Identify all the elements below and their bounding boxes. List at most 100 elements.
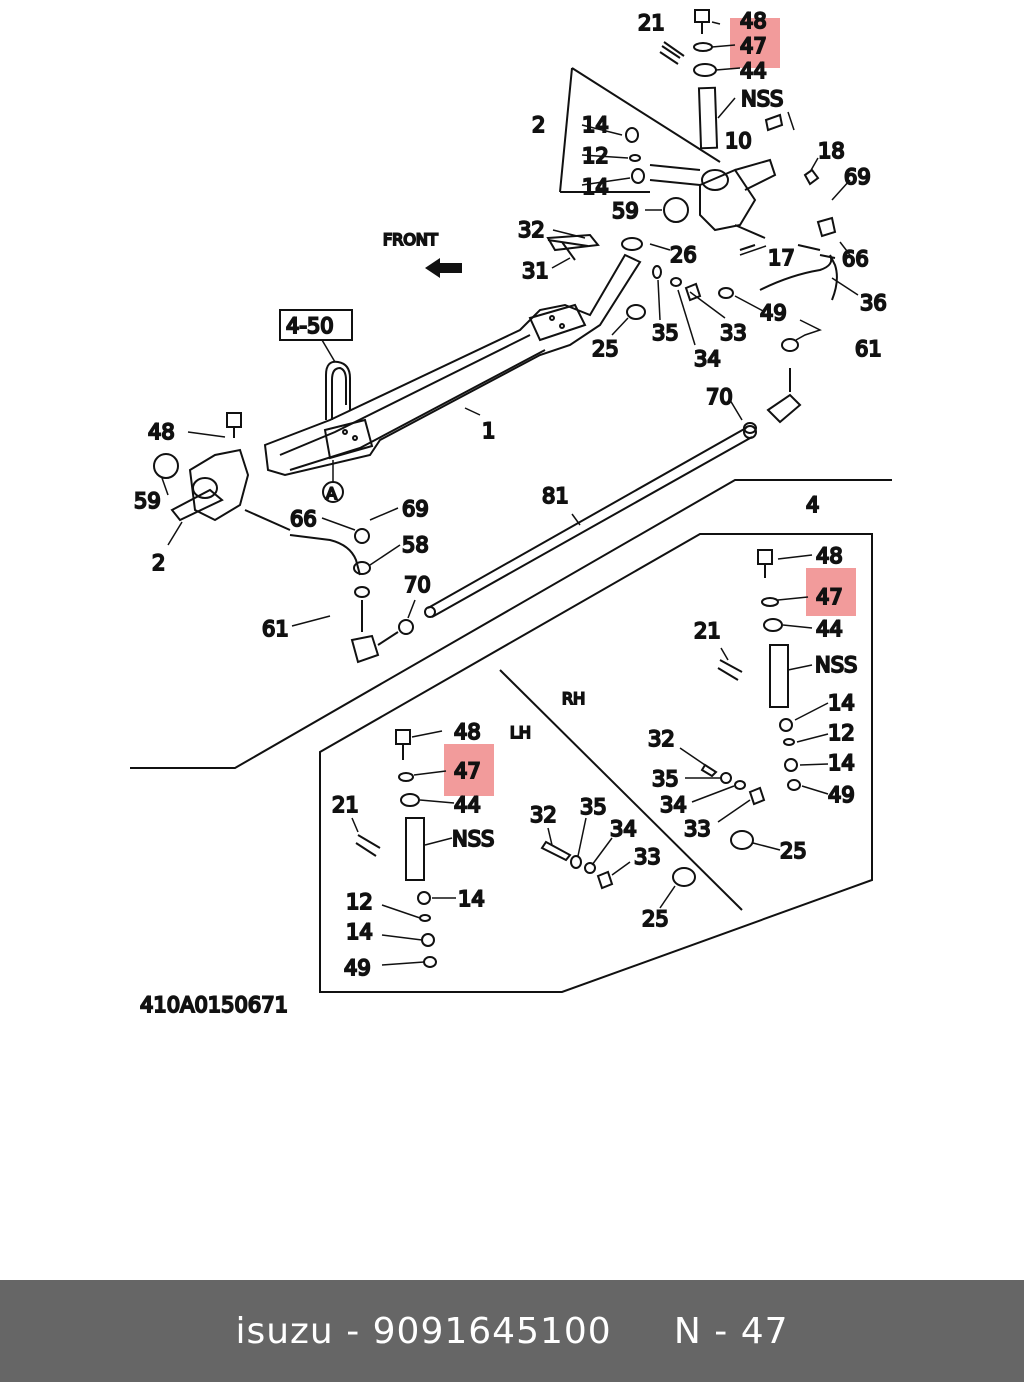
callout-44: 44 (740, 59, 767, 83)
callout-49: 49 (760, 301, 787, 325)
part-number: 9091645100 (372, 1310, 612, 1352)
callout-21: 21 (332, 793, 359, 817)
callout-14a: 14 (582, 113, 609, 137)
callout-nss: NSS (815, 653, 857, 677)
ref-box-label: 4-50 (286, 314, 334, 338)
callout-47: 47 (816, 585, 843, 609)
position-label: N - 47 (673, 1310, 789, 1352)
callout-14a: 14 (828, 691, 855, 715)
front-label: FRONT (383, 230, 438, 249)
callout-21: 21 (694, 619, 721, 643)
tie-rod-end-left (350, 528, 414, 664)
callout-33: 33 (720, 321, 747, 345)
callout-34: 34 (610, 817, 637, 841)
callout-35: 35 (580, 795, 607, 819)
callout-25: 25 (592, 337, 619, 361)
callout-58: 58 (402, 533, 429, 557)
panel-border-top (130, 479, 892, 769)
rh-label: RH (562, 689, 585, 708)
u-bolt (325, 360, 351, 420)
callouts-lh: 48 47 44 21 NSS 14 12 14 49 32 35 34 33 … (331, 719, 670, 981)
callout-26: 26 (670, 243, 697, 267)
callout-25: 25 (642, 907, 669, 931)
detail-panel-border (319, 533, 873, 993)
callout-48: 48 (454, 720, 481, 744)
callout-49: 49 (828, 783, 855, 807)
drawing-number: 410A0150671 (140, 993, 288, 1017)
callout-14a: 14 (458, 887, 485, 911)
highlight-47-lh (444, 744, 494, 796)
callout-47: 47 (740, 34, 767, 58)
callout-14b: 14 (346, 920, 373, 944)
callout-36: 36 (860, 291, 887, 315)
callout-35: 35 (652, 321, 679, 345)
callout-2: 2 (152, 551, 165, 575)
callout-32: 32 (530, 803, 557, 827)
callout-2: 2 (532, 113, 545, 137)
tie-rod (424, 425, 757, 618)
tie-rod-end-right (743, 338, 802, 434)
callout-32: 32 (648, 727, 675, 751)
callout-12: 12 (346, 890, 373, 914)
footer-gap (612, 1311, 674, 1352)
leader-lines (161, 21, 859, 966)
callout-44: 44 (816, 617, 843, 641)
callout-32: 32 (518, 218, 545, 242)
callout-48: 48 (740, 9, 767, 33)
ref-box (279, 309, 353, 341)
callout-81: 81 (542, 484, 569, 508)
callout-18: 18 (818, 139, 845, 163)
highlight-47-rh (806, 568, 856, 616)
part-info-footer: isuzu - 9091645100 N - 47 (0, 1280, 1024, 1382)
group-bracket-2 (559, 67, 721, 193)
callout-48: 48 (148, 420, 175, 444)
callout-33: 33 (684, 817, 711, 841)
callout-1: 1 (482, 419, 495, 443)
callout-61: 61 (855, 337, 882, 361)
rh-lh-divider (499, 669, 743, 911)
callout-12: 12 (828, 721, 855, 745)
callout-nss: NSS (741, 87, 783, 111)
lh-parts (355, 729, 696, 968)
lh-label: LH (510, 723, 531, 742)
highlight-47-top (730, 18, 780, 68)
callout-66: 66 (842, 247, 869, 271)
callout-48: 48 (816, 544, 843, 568)
callout-21: 21 (638, 11, 665, 35)
knuckle-left (153, 412, 361, 576)
callout-33: 33 (634, 845, 661, 869)
circle-marker-label: A (326, 484, 337, 503)
callout-nss: NSS (452, 827, 494, 851)
callout-14b: 14 (582, 175, 609, 199)
callout-34: 34 (694, 347, 721, 371)
callout-14b: 14 (828, 751, 855, 775)
callout-44: 44 (454, 793, 481, 817)
callout-66: 66 (290, 507, 317, 531)
callout-17: 17 (768, 246, 795, 270)
callouts-left: 48 59 2 66 69 58 61 70 81 (133, 419, 570, 642)
callout-70: 70 (404, 573, 431, 597)
callout-49: 49 (344, 956, 371, 980)
callout-34: 34 (660, 793, 687, 817)
axle-beam (263, 253, 642, 477)
callout-35: 35 (652, 767, 679, 791)
brand-name: isuzu (235, 1310, 334, 1352)
footer-separator: - (333, 1310, 373, 1352)
callout-4: 4 (806, 493, 819, 517)
callouts-top: 21 48 47 44 NSS 10 2 14 12 14 18 69 59 3… (481, 8, 888, 444)
callout-59: 59 (134, 489, 161, 513)
callout-25: 25 (780, 839, 807, 863)
callouts-rh: 4 48 47 44 21 NSS 14 12 14 49 32 35 34 3… (561, 492, 858, 864)
front-arrow-icon (425, 258, 462, 278)
callout-61: 61 (262, 617, 289, 641)
callout-70: 70 (706, 385, 733, 409)
callout-12: 12 (582, 144, 609, 168)
rh-parts (700, 549, 801, 850)
parts-diagram: FRONT (130, 8, 892, 1018)
callout-10: 10 (725, 129, 752, 153)
callout-69: 69 (844, 165, 871, 189)
callout-31: 31 (522, 259, 549, 283)
callout-47: 47 (454, 759, 481, 783)
callout-69: 69 (402, 497, 429, 521)
callout-59: 59 (612, 199, 639, 223)
